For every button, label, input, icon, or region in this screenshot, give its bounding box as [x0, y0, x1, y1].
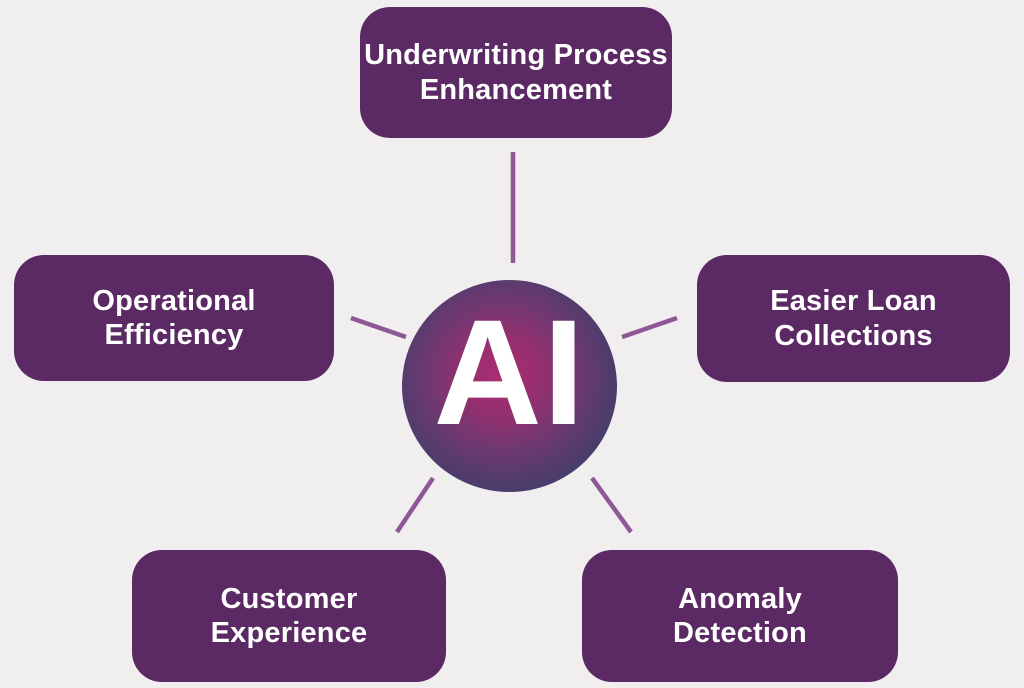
node-label-line: Customer — [220, 582, 358, 615]
node-customer-experience: Customer Experience — [132, 550, 446, 682]
ai-hub-circle: AI — [402, 280, 617, 492]
node-label-line: Experience — [210, 617, 368, 649]
node-label-line: Underwriting Process — [364, 39, 668, 72]
node-label-line: Efficiency — [104, 319, 244, 351]
connector-bottom-right — [590, 476, 633, 534]
node-label-line: Enhancement — [419, 73, 613, 106]
node-easier-loan-collections: Easier Loan Collections — [697, 255, 1010, 382]
node-underwriting-process-enhancement: Underwriting Process Enhancement — [360, 7, 672, 138]
ai-label: AI — [433, 288, 586, 456]
node-label-line: Collections — [774, 319, 933, 352]
connector-right — [621, 315, 678, 340]
node-label-line: Anomaly — [678, 582, 802, 615]
node-anomaly-detection: Anomaly Detection — [582, 550, 898, 682]
node-operational-efficiency: Operational Efficiency — [14, 255, 334, 381]
node-label-line: Detection — [673, 617, 807, 649]
node-label-line: Operational — [92, 284, 256, 317]
node-label-line: Easier Loan — [770, 285, 937, 318]
connector-left — [350, 315, 407, 340]
connector-bottom-left — [395, 476, 435, 534]
